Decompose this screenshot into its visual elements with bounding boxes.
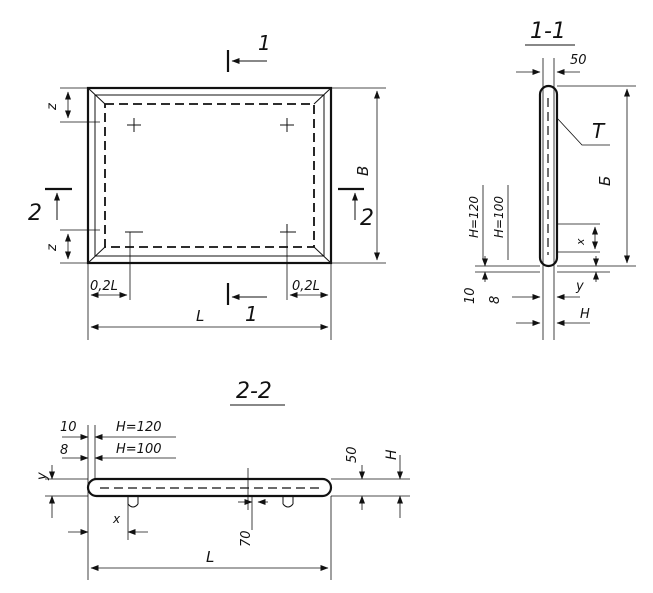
- label-t: T: [592, 119, 606, 143]
- dim-y-section-1: y: [575, 279, 584, 294]
- section-mark-2-right: 2: [360, 206, 374, 231]
- section-2-2: 2-2 10 8 H=120 H=100 y: [35, 379, 410, 580]
- dim-l-plan: L: [196, 307, 204, 325]
- section-2-2-profile: [86, 477, 333, 498]
- dim-50-section-1: 50: [570, 53, 587, 68]
- dim-50-section-2: 50: [345, 446, 360, 463]
- loop-right: [282, 496, 294, 508]
- section-mark-1-top: 1: [258, 31, 271, 55]
- section-mark-2-left: 2: [28, 201, 42, 226]
- slab-bevel-edge: [94, 94, 325, 257]
- lifting-loop-marks: [125, 118, 296, 233]
- section-2-2-title: 2-2: [236, 379, 272, 404]
- loop-left: [127, 496, 139, 508]
- dim-h-section-2: H: [384, 449, 400, 460]
- dim-x-section-1: x: [574, 238, 587, 246]
- section-1-1: 1-1 50 T Б H=120 H=100 x 10: [463, 19, 636, 340]
- dim-l-section-2: L: [206, 548, 214, 566]
- dim-8-section-2: 8: [60, 443, 68, 458]
- dim-h100-section-2: H=100: [116, 442, 161, 457]
- dim-b-section: Б: [596, 176, 614, 186]
- dim-z-bottom: z: [45, 243, 60, 252]
- dim-10-section-2: 10: [60, 420, 77, 435]
- dim-h-section-1: H: [580, 307, 590, 322]
- dim-8-section-1: 8: [488, 296, 503, 304]
- dim-x-section-2: x: [112, 512, 121, 526]
- dim-z-top: z: [45, 102, 60, 111]
- dim-y-section-2: y: [35, 472, 50, 481]
- plan-view: 1 1 2 2 z z B 0,2L 0,2L: [28, 31, 386, 340]
- section-1-1-profile: [538, 84, 559, 268]
- dim-70-section-2: 70: [239, 530, 254, 547]
- dim-h120-section-2: H=120: [116, 420, 161, 435]
- section-mark-1-bottom: 1: [245, 302, 258, 326]
- dim-h120-section-1: H=120: [467, 196, 481, 238]
- dim-b-plan: B: [354, 166, 372, 176]
- dim-02l-left: 0,2L: [90, 279, 118, 294]
- dim-02l-right: 0,2L: [292, 279, 320, 294]
- section-1-1-title: 1-1: [530, 19, 566, 44]
- slab-outline: [86, 86, 333, 265]
- reinforcement-frame: [104, 103, 315, 248]
- dim-10-section-1: 10: [463, 287, 478, 304]
- dim-h100-section-1: H=100: [492, 196, 506, 238]
